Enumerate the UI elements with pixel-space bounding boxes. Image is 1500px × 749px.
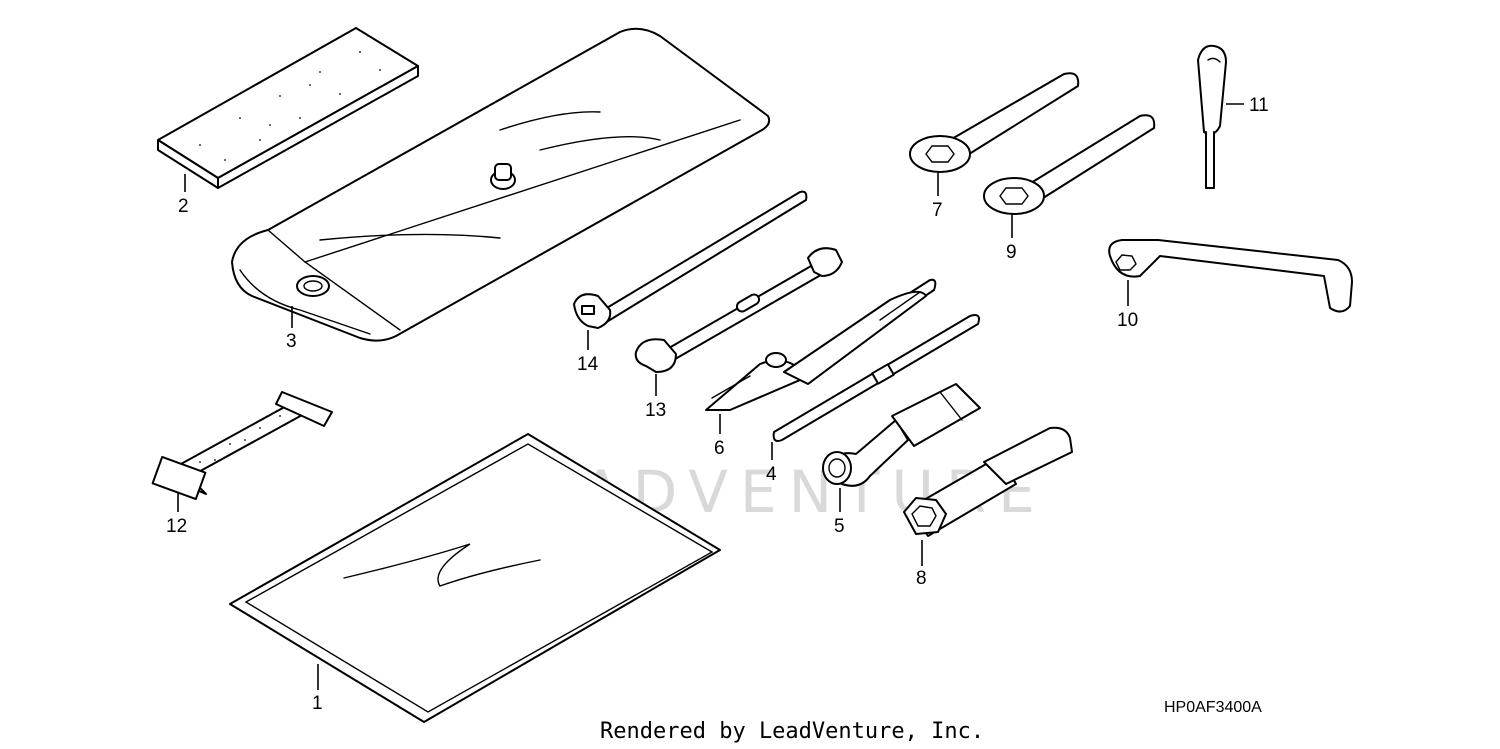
label-part-1[interactable]: 1 — [312, 693, 323, 714]
label-part-12[interactable]: 12 — [166, 516, 187, 537]
label-part-11[interactable]: 11 — [1249, 95, 1269, 116]
part-9-ring-wrench[interactable] — [983, 114, 1156, 215]
part-7-ring-wrench[interactable] — [909, 72, 1080, 173]
part-6-pliers[interactable] — [705, 278, 937, 411]
part-3-tool-bag[interactable] — [231, 27, 771, 342]
label-part-9[interactable]: 9 — [1006, 242, 1017, 263]
label-part-7[interactable]: 7 — [932, 200, 943, 221]
part-12-strap[interactable] — [151, 391, 333, 501]
part-10-bent-wrench[interactable] — [1108, 239, 1353, 313]
label-part-14[interactable]: 14 — [577, 354, 599, 375]
label-part-10[interactable]: 10 — [1117, 310, 1138, 331]
label-part-4[interactable]: 4 — [766, 464, 777, 485]
part-1-document-bag[interactable] — [229, 433, 721, 723]
part-4-screwdriver[interactable] — [772, 314, 980, 442]
part-13-double-wrench[interactable] — [634, 247, 843, 373]
part-2-foam-pad[interactable] — [157, 27, 419, 189]
label-part-2[interactable]: 2 — [178, 196, 189, 217]
part-14-open-wrench[interactable] — [573, 190, 808, 329]
diagram-code: HP0AF3400A — [1164, 699, 1262, 716]
part-11-screwdriver-handle[interactable] — [1197, 44, 1227, 189]
label-part-3[interactable]: 3 — [286, 331, 297, 352]
label-part-13[interactable]: 13 — [645, 400, 666, 421]
footer-credit: Rendered by LeadVenture, Inc. — [600, 719, 984, 744]
part-8-spark-plug-socket[interactable] — [903, 426, 1073, 537]
label-part-8[interactable]: 8 — [916, 568, 927, 589]
part-5-socket-wrench[interactable] — [822, 383, 981, 487]
leader-lines — [177, 103, 1244, 690]
label-part-5[interactable]: 5 — [834, 516, 845, 537]
label-part-6[interactable]: 6 — [714, 438, 725, 459]
